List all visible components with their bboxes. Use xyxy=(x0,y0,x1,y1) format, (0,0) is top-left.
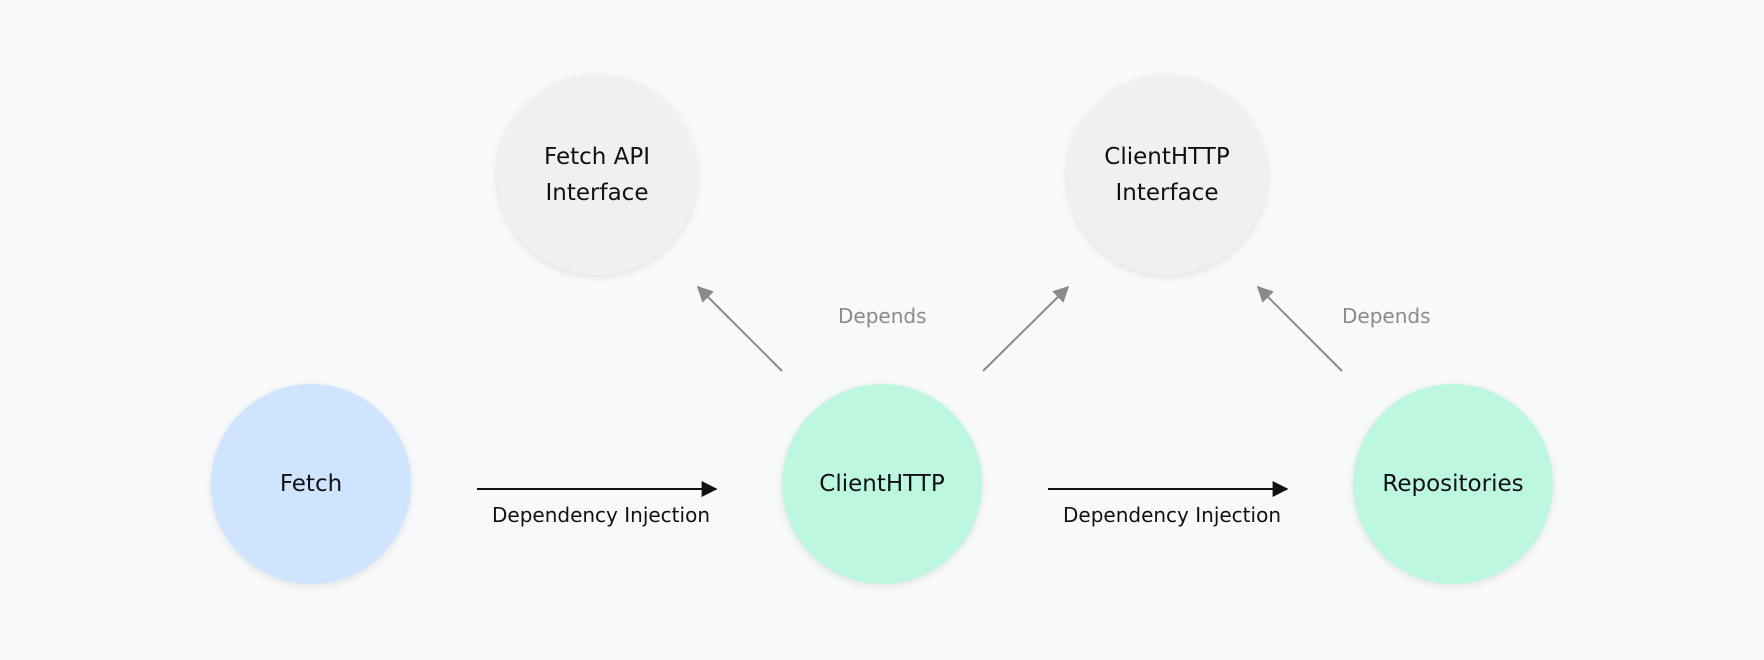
node-repositories-label: Repositories xyxy=(1382,471,1524,497)
node-clienthttp-interface: ClientHTTP Interface xyxy=(1067,75,1267,275)
node-fetch-api-interface-label: Fetch API Interface xyxy=(543,144,651,206)
edge-label-repositories-depends: Depends xyxy=(1342,304,1431,328)
node-repositories: Repositories xyxy=(1353,384,1553,584)
depends-arrow-clienthttp-to-clienthttp-interface xyxy=(982,285,1070,372)
edge-label-fetch-to-clienthttp: Dependency Injection xyxy=(492,503,710,527)
node-fetch-label: Fetch xyxy=(279,471,343,497)
node-fetch-api-interface: Fetch API Interface xyxy=(497,75,697,275)
node-clienthttp: ClientHTTP xyxy=(782,384,982,584)
depends-arrow-clienthttp-to-fetch-api-interface xyxy=(696,285,783,372)
edge-label-clienthttp-to-repositories: Dependency Injection xyxy=(1063,503,1281,527)
depends-arrow-repositories-to-clienthttp-interface xyxy=(1256,285,1343,372)
node-clienthttp-label: ClientHTTP xyxy=(819,471,945,497)
node-fetch: Fetch xyxy=(211,384,411,584)
edge-label-clienthttp-depends: Depends xyxy=(838,304,927,328)
node-clienthttp-interface-label: ClientHTTP Interface xyxy=(1104,144,1230,206)
